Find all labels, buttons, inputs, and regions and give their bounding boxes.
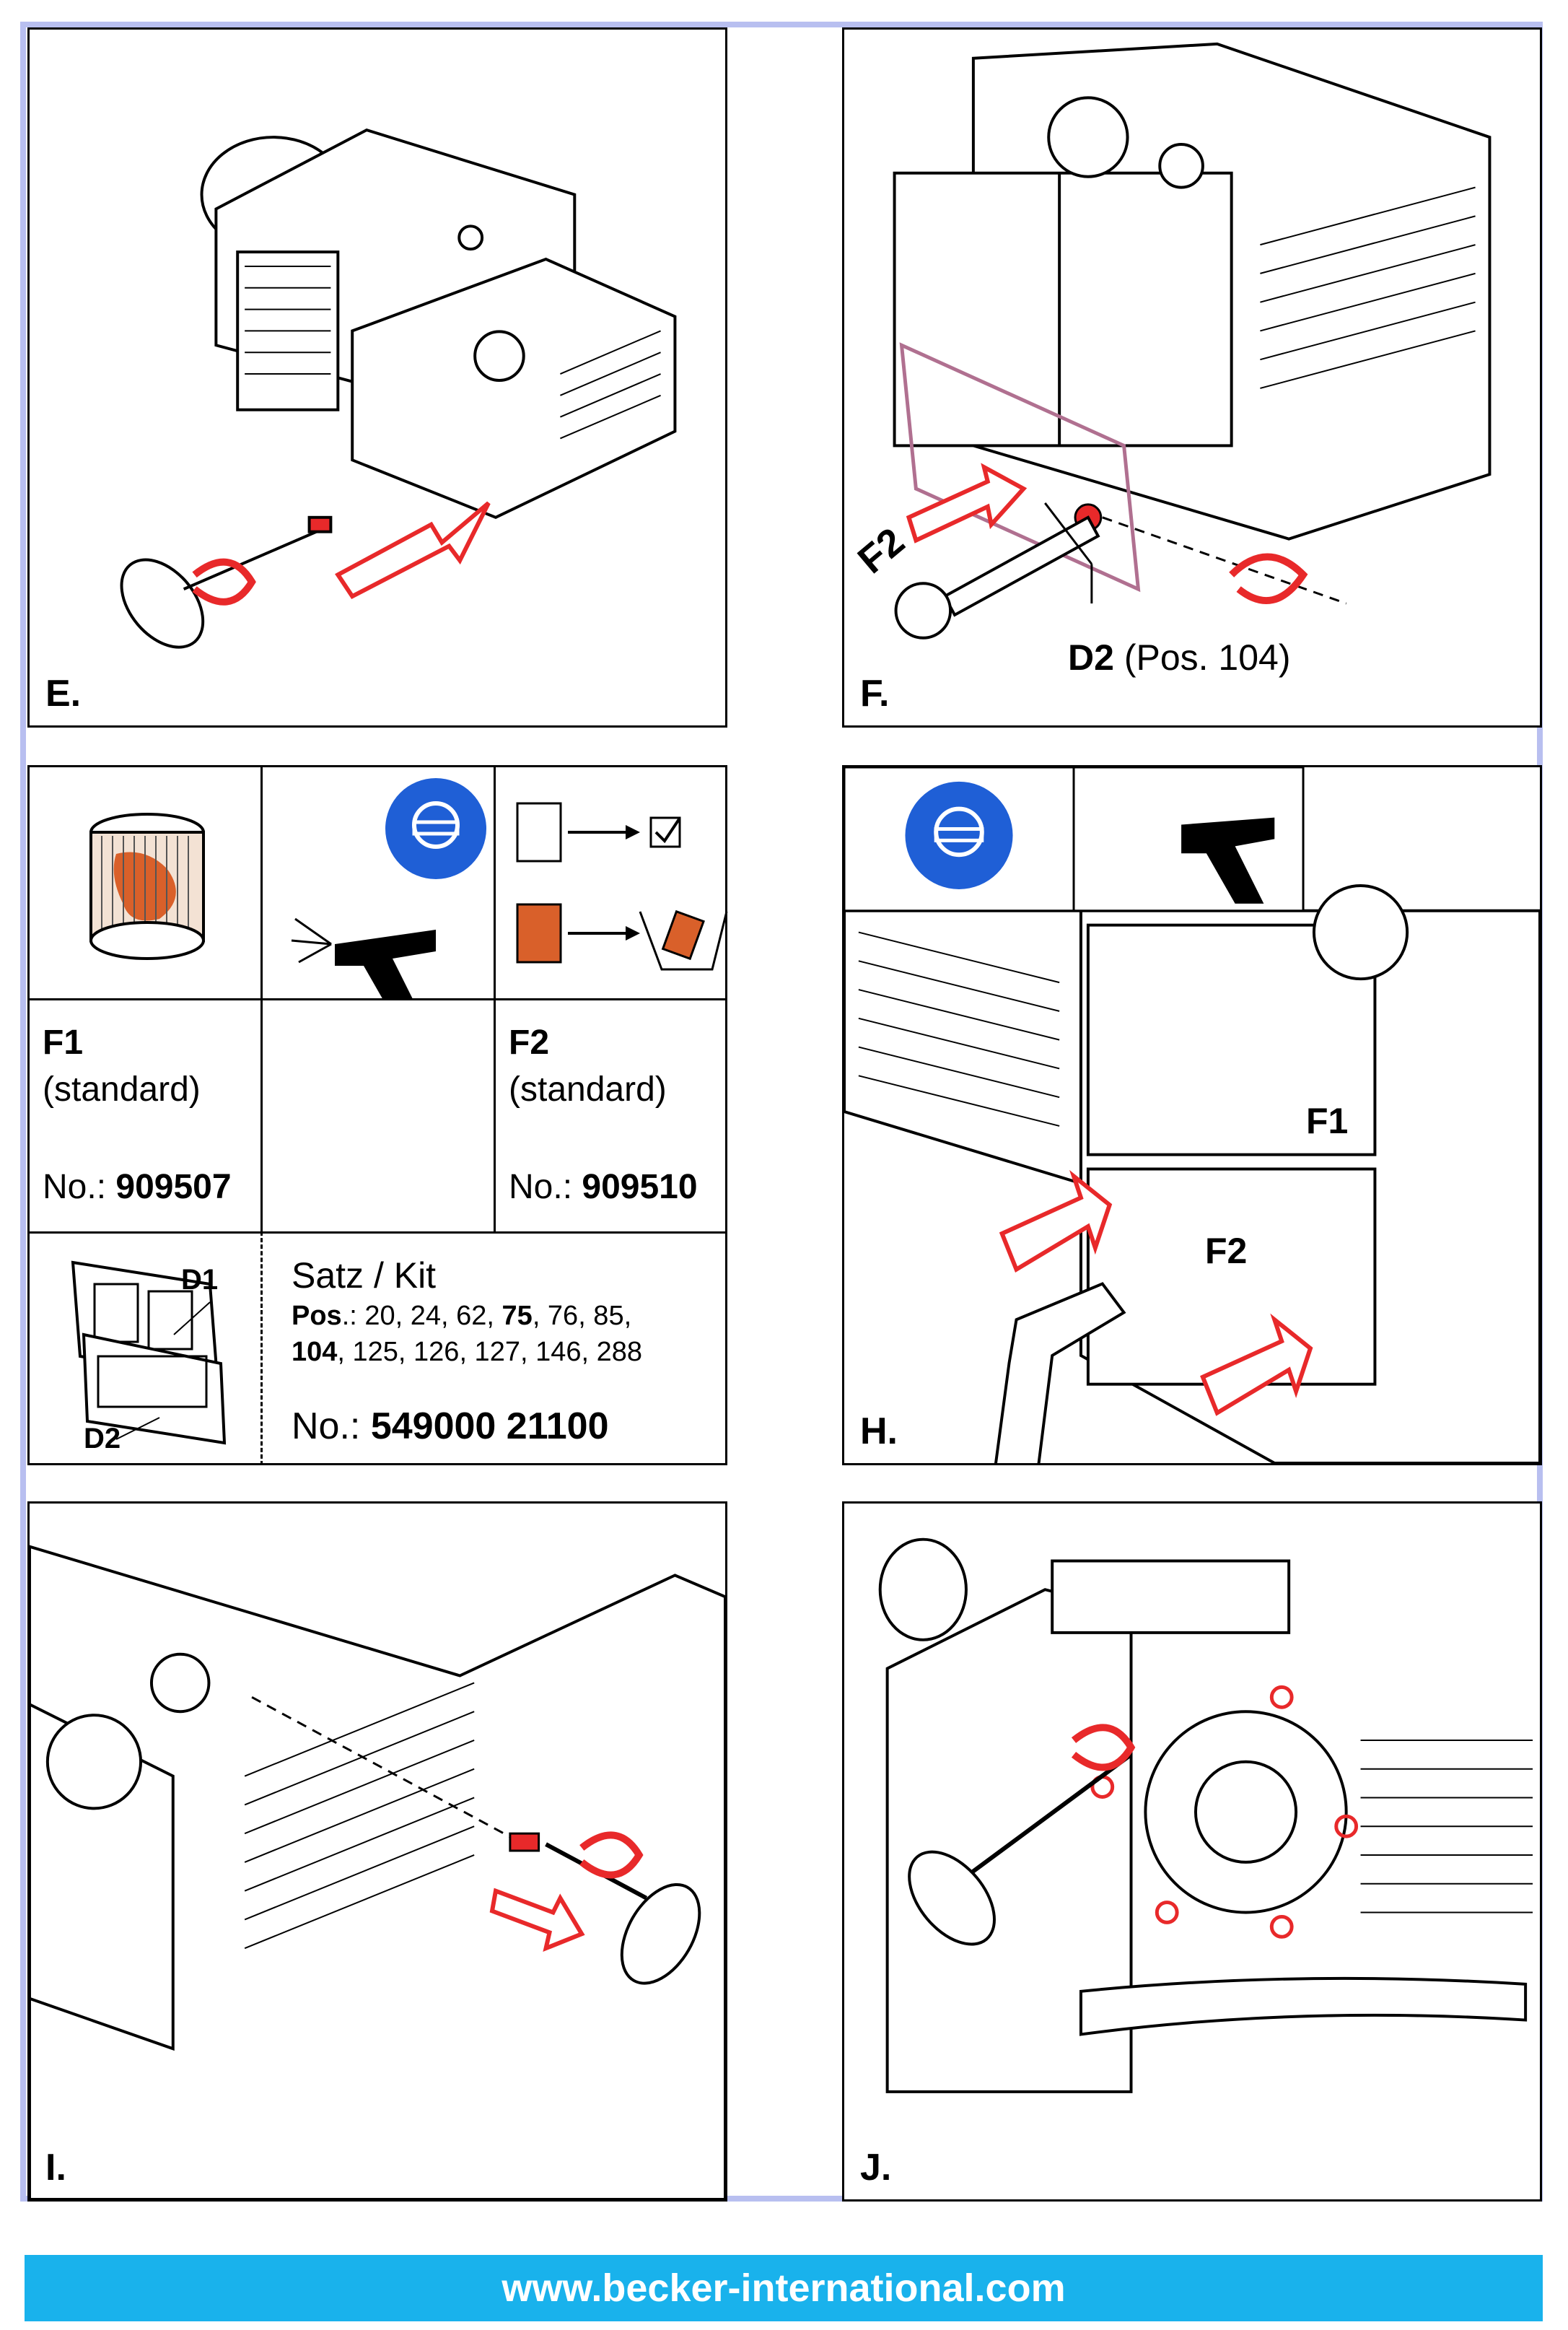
kit-no-value: 549000 21100 [370,1405,609,1447]
f2-name: F2 [509,1024,550,1062]
f1-no-label: No.: [43,1168,107,1206]
panel-h: F1 F2 H. [842,765,1542,1465]
kit-d1-label: D1 [181,1264,219,1296]
wrench-f [894,515,1100,640]
f1-name: F1 [43,1024,84,1062]
pump-illustration-f [893,42,1492,640]
f1-no-value: 909507 [115,1168,232,1206]
f1-number: No.: 909507 [43,1166,232,1208]
pump-illustration-h [844,767,1540,1463]
airflow-arrow-2 [1200,1313,1313,1416]
kit-pos-1c: , 76, 85, [532,1301,632,1331]
filter-housing [351,257,677,519]
panel-j: J. [842,1501,1542,2202]
rotate-arrow-f [1229,553,1308,604]
key-tool-e [120,515,333,649]
kit-no-label: No.: [292,1405,361,1447]
gasket-kit-icon [71,1260,227,1445]
panel-i: I. [27,1501,727,2202]
key-tool-i [620,1882,701,1985]
panel-f: F2 D2 (Pos. 104) F. [842,27,1542,728]
panel-e: E. [27,27,727,728]
kit-pos-1a: .: 20, 24, 62, [341,1301,502,1331]
f2-no-value: 909510 [582,1168,698,1206]
cell-empty [260,998,496,1234]
connector-i [45,1714,143,1810]
connector-j [878,1537,968,1641]
footer-url[interactable]: www.becker-international.com [25,2255,1543,2321]
filter-cartridge-icon [89,813,205,960]
eye-protection-icon-h [905,781,1013,889]
panel-label-j: J. [860,2147,892,2189]
dirty-filter-icon [516,903,562,964]
kit-number: No.: 549000 21100 [292,1404,609,1449]
rotate-arrow-j [1071,1724,1136,1771]
kit-d2-label: D2 [84,1423,121,1454]
clean-step-icons [291,778,486,1016]
panel-label-e: E. [45,673,82,715]
kit-pos-line2: 104, 125, 126, 127, 146, 288 [292,1336,642,1369]
port-f [1158,143,1204,189]
clean-filter-icon [516,802,562,863]
pull-arrow-i [489,1888,585,1952]
filter-chamber [893,171,1233,448]
air-gun-icon [335,930,436,1016]
cell-kit-info: Satz / Kit Pos.: 20, 24, 62, 75, 76, 85,… [260,1231,727,1465]
connector-h [1312,883,1409,981]
d2-code: D2 [1068,637,1114,678]
eyebolt [457,224,484,251]
pump-illustration-e [120,128,677,649]
cell-f2: F2 (standard) No.: 909510 [494,998,727,1234]
air-gun-h [994,1282,1126,1463]
panel-label-f: F. [860,673,890,715]
d2-callout: D2 (Pos. 104) [1068,636,1291,679]
gasket-d2 [899,342,1141,593]
lower-frame-j [1079,1976,1528,2036]
disposal-bin-icon [639,911,728,971]
pump-illustration-j [878,1537,1533,2093]
kit-pos-1b: 75 [502,1301,533,1331]
key-tool-j [908,1850,996,1946]
air-gun-icon-h [1181,817,1275,904]
top-plate-j [1051,1559,1291,1634]
kit-title: Satz / Kit [292,1255,437,1296]
rotate-arrow-e [192,558,256,606]
filter-f2-slot [1086,1167,1377,1386]
kit-pos-2b: , 125, 126, 127, 146, 288 [337,1337,642,1367]
f2-type: (standard) [509,1070,667,1109]
pull-arrow-f [906,463,1028,544]
cell-check-step [494,765,728,1000]
pump-illustration-i [30,1545,725,2199]
panel-label-h: H. [860,1410,898,1452]
kit-pos-line1: Pos.: 20, 24, 62, 75, 76, 85, [292,1300,631,1333]
cell-clean-step [260,765,496,1016]
grille-side-h [844,909,1082,1186]
cell-kit-image: D1 D2 [27,1231,263,1465]
pump-body-i [30,1545,725,2199]
f1-type: (standard) [43,1070,201,1109]
f2-number: No.: 909510 [509,1166,698,1208]
pump-body-j [885,1588,1133,2093]
kit-pos-2a: 104 [292,1337,338,1367]
filter-table: F1 (standard) No.: 909507 F2 (standard) … [27,765,728,1465]
rotate-arrow-i [579,1831,644,1879]
h-f2-label: F2 [1205,1231,1248,1271]
bolt-i [509,1832,540,1852]
connector-f [1047,96,1129,178]
port-i [149,1652,211,1714]
f2-no-label: No.: [509,1168,573,1206]
inspect-step-icons [516,802,728,971]
eye-protection-icon [385,778,486,879]
cell-f1: F1 (standard) No.: 909507 [27,998,263,1234]
bolt-markers-j [1090,1685,1359,1939]
d2-pos: (Pos. 104) [1124,637,1291,678]
cell-filter-image [27,765,263,1000]
panel-label-i: I. [45,2147,66,2189]
airflow-arrow-1 [999,1169,1113,1273]
kit-pos-label: Pos [292,1301,342,1331]
pull-arrow-e [335,501,491,599]
connector [473,330,525,382]
h-f1-label: F1 [1306,1101,1349,1141]
